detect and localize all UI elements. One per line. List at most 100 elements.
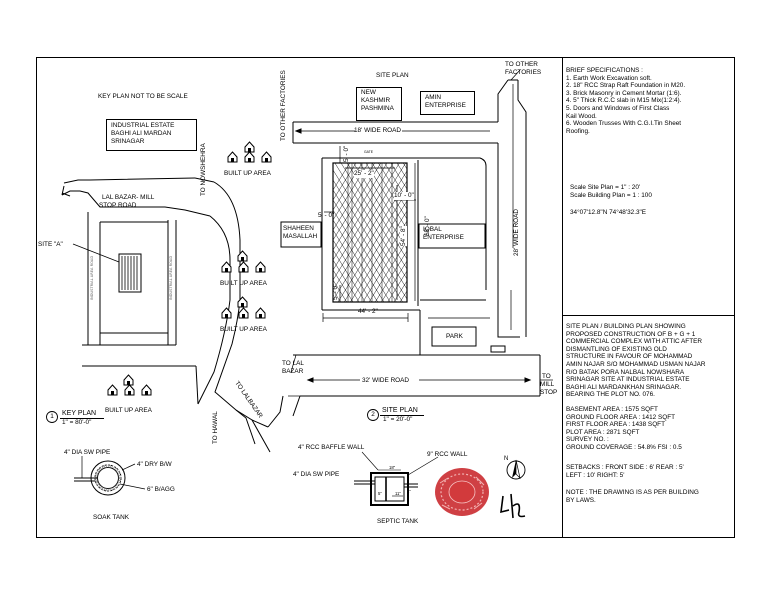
to-other-factories-top-1: TO OTHER [505, 61, 538, 68]
park-label: PARK [446, 333, 463, 340]
description-line: STRUCTURE IN FAVOUR OF MOHAMMAD [566, 353, 693, 361]
official-stamp [435, 468, 489, 516]
site-plan-heading: SITE PLAN [376, 72, 409, 79]
iqbal-enterprise-line-1: IQBAL [423, 226, 442, 233]
description-line: DISMANTLING OF EXISTING OLD [566, 345, 667, 353]
key-plan-title: KEY PLAN [62, 410, 97, 417]
setback-line: LEFT : 10' RIGHT: 5' [566, 471, 625, 479]
area-line: GROUND COVERAGE : 54.8% FSI : 0.5 [566, 443, 682, 451]
built-up-area-label-4: BUILT UP AREA [105, 407, 152, 414]
specifications-title: BRIEF SPECIFICATIONS : [566, 67, 643, 74]
key-plan-underline [60, 418, 104, 419]
key-plan-note: KEY PLAN NOT TO BE SCALE [98, 93, 188, 100]
septic-dim-4: 4" [407, 489, 411, 494]
specification-item: 1. Earth Work Excavation soft. [566, 74, 652, 82]
site-plan-number-circle [367, 409, 379, 421]
iqbal-enterprise-line-2: ENTERPRISE [423, 234, 464, 241]
shaheen-masallah-line-1: SHAHEEN [283, 225, 314, 232]
project-description: SITE PLAN / BUILDING PLAN SHOWING PROPOS… [566, 323, 706, 399]
area-line: FIRST FLOOR AREA : 1438 SQFT [566, 421, 665, 429]
soak-tank-bagg: 6" B/AGG [147, 486, 175, 493]
brief-specifications: BRIEF SPECIFICATIONS : 1. Earth Work Exc… [566, 67, 685, 135]
gps-coordinates: 34°07'12.8"N 74°48'32.3"E [570, 209, 647, 216]
lal-bazar-road-line-2: STOP ROAD [99, 202, 137, 209]
setbacks: SETBACKS : FRONT SIDE : 6' REAR : 5' LEF… [566, 464, 684, 479]
septic-dim-11: 11" [395, 491, 401, 496]
septic-baffle-wall: 4" RCC BAFFLE WALL [298, 444, 365, 451]
industrial-estate-line-2: BAGHI ALI MARDAN [111, 130, 172, 137]
key-plan-number-circle [46, 411, 58, 423]
key-plan-number: 1 [50, 413, 54, 420]
gate-label: GATE [364, 150, 373, 154]
site-plan-scale: 1" = 20'-0" [383, 416, 413, 423]
scale-site-plan: Scale Site Plan = 1" : 20' [570, 184, 641, 191]
description-line: SRINAGAR SITE AT INDUSTRIAL ESTATE [566, 376, 690, 384]
amin-enterprise-line-1: AMIN [425, 94, 441, 101]
dim-5-0-left: 5' - 0" [318, 212, 335, 219]
septic-dim-5: 5" [378, 491, 382, 496]
specification-item: 6. Wooden Trusses With C.G.I.Tin Sheet [566, 120, 682, 128]
north-arrow-icon [506, 459, 526, 480]
amin-enterprise-box [420, 91, 475, 115]
area-statement: BASEMENT AREA : 1575 SQFT GROUND FLOOR A… [566, 406, 682, 452]
industrial-estate-line-1: INDUSTRIAL ESTATE [111, 122, 175, 129]
new-kashmir-line-3: PASHMINA [361, 105, 394, 112]
specification-item: 3. Brick Masonry in Cement Mortar (1:6). [566, 89, 682, 97]
specification-divider [562, 57, 563, 537]
svg-text:INDUSTRIAL AREA ROAD: INDUSTRIAL AREA ROAD [90, 256, 94, 300]
soak-tank-dry-bw: 4" DRY B/W [137, 461, 172, 468]
built-up-area-label-3: BUILT UP AREA [220, 326, 267, 333]
description-line: BEARING THE PLOT NO. 076. [566, 391, 655, 399]
drawing-note: NOTE : THE DRAWING IS AS PER BUILDING BY… [566, 489, 699, 504]
description-line: COMMERCIAL COMPLEX WITH ATTIC AFTER [566, 338, 702, 346]
signature [500, 493, 526, 519]
dim-25-2: 25' - 2" [354, 170, 374, 178]
scale-notes: Scale Site Plan = 1" : 20' Scale Buildin… [570, 184, 652, 199]
lal-bazar-road-line-1: LAL BAZAR- MILL [102, 194, 155, 201]
description-line: AMIN NAJAR S/O MOHAMMAD USMAN NAJAR [566, 360, 706, 368]
note-line: BY LAWS. [566, 496, 596, 504]
soak-tank-title: SOAK TANK [93, 514, 129, 521]
scale-building-plan: Scale Building Plan = 1 : 100 [570, 191, 652, 199]
specification-item: 2. 18" RCC Strap Raft Foundation in M20. [566, 82, 686, 90]
area-line: BASEMENT AREA : 1575 SQFT [566, 406, 658, 413]
drawing-border [36, 57, 735, 538]
road-32-label: 32' WIDE ROAD [362, 377, 410, 384]
site-plan-title: SITE PLAN [382, 407, 418, 414]
specification-item: 5. Doors and Windows of First Class [566, 104, 670, 112]
to-mill-stop-3: STOP [540, 389, 558, 396]
site-a-label: SITE "A" [38, 241, 63, 248]
new-kashmir-pashmina-box [356, 87, 402, 121]
description-line: SITE PLAN / BUILDING PLAN SHOWING [566, 323, 686, 330]
new-kashmir-line-2: KASHMIR [361, 97, 391, 104]
north-label: N [504, 456, 509, 462]
road-18-label: 18' WIDE ROAD [354, 127, 402, 134]
svg-text:INDUSTRIAL AREA ROAD: INDUSTRIAL AREA ROAD [169, 256, 173, 300]
shaheen-masallah-line-2: MASALLAH [283, 233, 318, 240]
to-lal-bazar-site-2: BAZAR [282, 368, 304, 375]
to-other-factories-top-2: FACTORIES [505, 69, 542, 76]
setback-line: SETBACKS : FRONT SIDE : 6' REAR : 5' [566, 464, 684, 471]
dim-44-2: 44' - 2" [358, 308, 378, 315]
to-lal-bazar-site-1: TO LAL [282, 360, 304, 367]
specification-item: Kail Wood. [566, 112, 597, 120]
new-kashmir-line-1: NEW [361, 89, 376, 96]
key-plan-scale: 1" = 80'-0" [62, 419, 92, 426]
description-line: PROPOSED CONSTRUCTION OF B + G + 1 [566, 330, 696, 338]
to-mill-stop-2: MILL [540, 381, 555, 388]
note-line: NOTE : THE DRAWING IS AS PER BUILDING [566, 489, 699, 496]
description-line: BAGHI ALI MARDANKHAN SRINAGAR. [566, 383, 682, 391]
dim-10-0: 10' - 0" [394, 192, 414, 200]
area-line: SURVEY NO. : [566, 436, 609, 444]
built-up-area-label-2: BUILT UP AREA [220, 280, 267, 287]
industrial-estate-box [106, 119, 197, 151]
built-up-area-label-1: BUILT UP AREA [224, 170, 271, 177]
soak-tank-pipe: 4" DIA SW PIPE [64, 449, 111, 456]
to-mill-stop-1: TO [542, 373, 551, 380]
specification-item: 4. 5" Thick R.C.C slab in M15 Mix(1:2:4)… [566, 97, 682, 105]
septic-dim-18: 18" [389, 465, 396, 470]
area-line: GROUND FLOOR AREA : 1412 SQFT [566, 413, 676, 421]
description-divider [562, 315, 734, 316]
